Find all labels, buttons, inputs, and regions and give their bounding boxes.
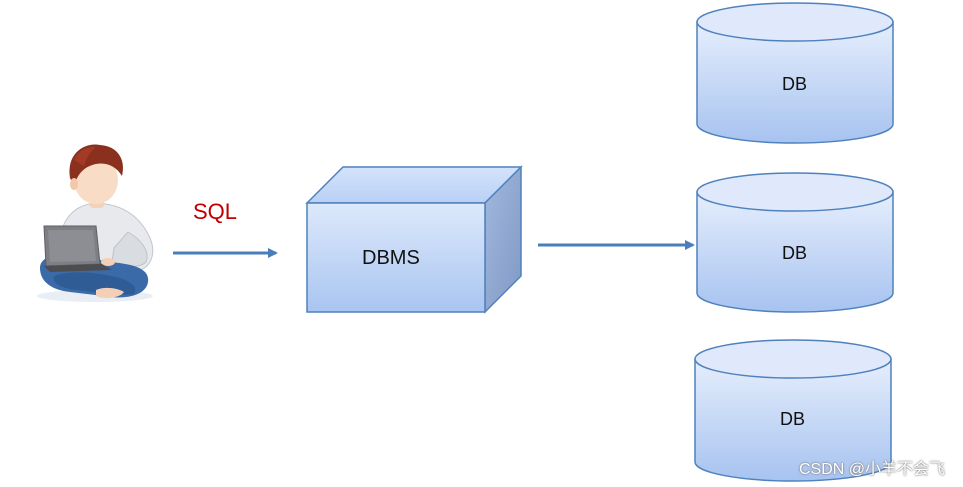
database-cylinder-2 (696, 172, 894, 313)
database-cylinder-1 (696, 2, 894, 144)
dbms-label: DBMS (362, 247, 420, 269)
dbms-box (305, 165, 523, 314)
database-label-2: DB (782, 243, 808, 263)
sql-label: SQL (193, 199, 238, 224)
database-label-3: DB (780, 409, 806, 429)
person-with-laptop-icon (37, 144, 154, 302)
watermark-text: CSDN @小羊不会飞 (798, 461, 945, 478)
database-cylinder-3 (694, 339, 892, 482)
database-label-1: DB (782, 74, 808, 94)
